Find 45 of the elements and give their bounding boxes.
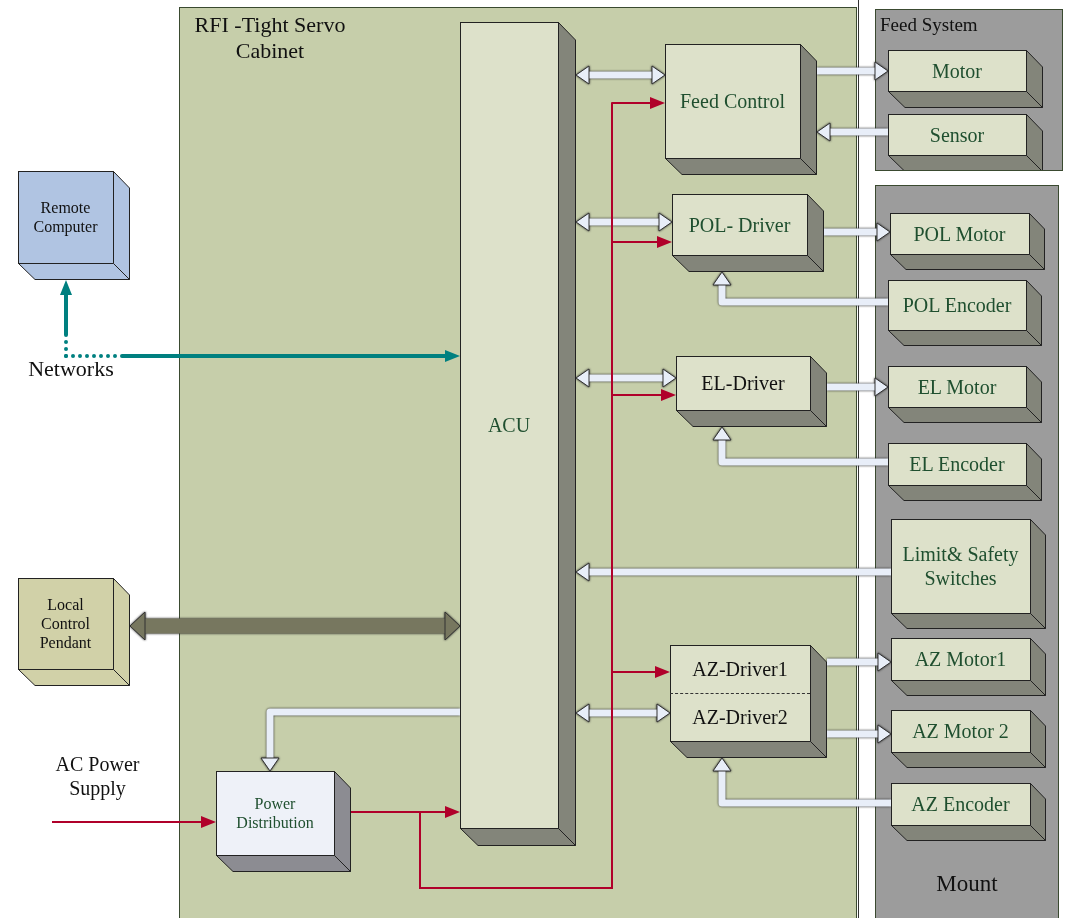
panel-title: RFI -Tight Servo Cabinet bbox=[193, 12, 347, 65]
box-label: Limit& Safety Switches bbox=[901, 542, 1020, 590]
box-label: POL Motor bbox=[913, 221, 1006, 246]
box-label: Feed Control bbox=[680, 89, 785, 113]
free-label: AC Power Supply bbox=[54, 752, 141, 800]
box-label: ACU bbox=[487, 413, 531, 437]
double-arrow bbox=[575, 65, 666, 85]
double-arrow bbox=[129, 611, 461, 641]
panel-title: Mount bbox=[936, 870, 998, 898]
box-label: AZ Motor1 bbox=[914, 647, 1007, 671]
box-label: POL Encoder bbox=[902, 293, 1012, 317]
box-label: Local Control Pendant bbox=[38, 594, 93, 653]
arrow bbox=[824, 222, 891, 242]
box-label: Motor bbox=[932, 58, 982, 83]
group-panel bbox=[876, 186, 1058, 918]
box-label: AZ-Driver1 bbox=[692, 657, 788, 681]
double-arrow bbox=[575, 368, 677, 388]
box-label: Sensor bbox=[929, 122, 985, 147]
free-label: Networks bbox=[28, 356, 114, 383]
box-label: EL-Driver bbox=[701, 371, 785, 395]
double-arrow bbox=[575, 703, 671, 723]
arrow bbox=[712, 426, 888, 466]
arrow bbox=[817, 61, 889, 81]
arrow bbox=[827, 652, 892, 672]
box-label: AZ-Driver2 bbox=[692, 705, 788, 729]
box-label: Power Distribution bbox=[235, 793, 315, 833]
arrow bbox=[64, 350, 460, 362]
group-panel bbox=[876, 10, 1062, 170]
arrow bbox=[712, 271, 888, 306]
box-label: EL Motor bbox=[917, 374, 997, 399]
box-label: EL Encoder bbox=[909, 452, 1005, 476]
arrow bbox=[260, 708, 460, 772]
arrow bbox=[712, 757, 891, 807]
double-arrow bbox=[575, 212, 673, 232]
arrow bbox=[51, 816, 216, 828]
box-label: AZ Motor 2 bbox=[912, 719, 1009, 743]
panel-title: Feed System bbox=[880, 14, 978, 37]
arrow bbox=[575, 562, 891, 582]
box-label: AZ Encoder bbox=[911, 792, 1010, 816]
arrow bbox=[827, 724, 892, 744]
cabinet-panel bbox=[180, 8, 856, 918]
arrow bbox=[827, 377, 889, 397]
box-label: POL- Driver bbox=[688, 212, 791, 237]
arrow bbox=[816, 122, 888, 142]
box-label: Remote Computer bbox=[32, 197, 99, 237]
